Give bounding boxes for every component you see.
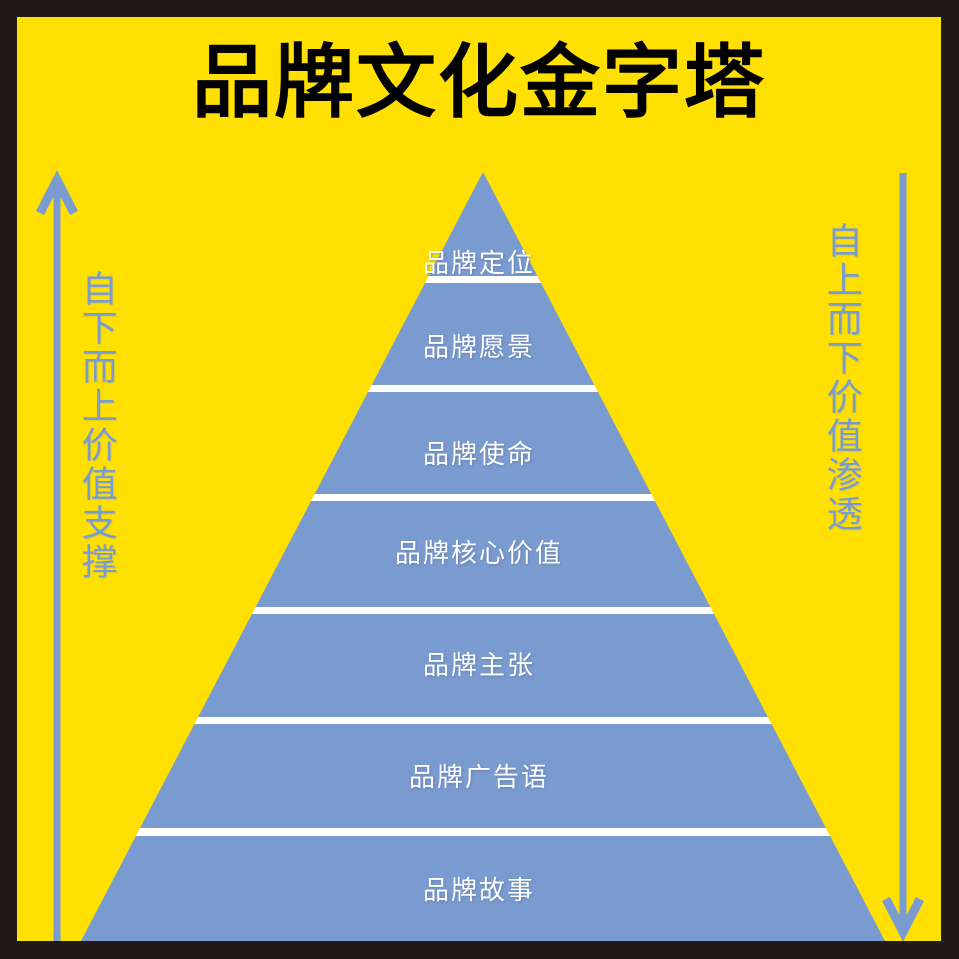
pyramid-separator-4 xyxy=(81,607,885,614)
pyramid-separator-1 xyxy=(81,276,885,283)
pyramid-separator-6 xyxy=(81,828,885,836)
pyramid-diagram xyxy=(81,172,885,941)
pyramid-level-5[interactable]: 品牌主张 xyxy=(422,651,535,681)
pyramid-level-6[interactable]: 品牌广告语 xyxy=(408,763,549,793)
left-annotation-label: 自下而上价值支撑 xyxy=(75,270,117,582)
pyramid-level-1[interactable]: 品牌定位 xyxy=(422,249,535,279)
pyramid-separator-2 xyxy=(81,385,885,392)
pyramid-level-4[interactable]: 品牌核心价值 xyxy=(394,539,563,569)
page-title: 品牌文化金字塔 xyxy=(192,36,766,129)
pyramid-level-3[interactable]: 品牌使命 xyxy=(422,440,535,470)
pyramid-separator-3 xyxy=(81,494,885,501)
pyramid-level-7[interactable]: 品牌故事 xyxy=(422,876,535,906)
right-annotation-label: 自上而下价值渗透 xyxy=(820,222,862,534)
pyramid-level-2[interactable]: 品牌愿景 xyxy=(422,333,535,363)
pyramid-separator-5 xyxy=(81,717,885,724)
poster-stage: 品牌文化金字塔 品牌定位 品牌愿景 品牌使命 品牌核心价值 品牌主张 xyxy=(17,17,941,941)
